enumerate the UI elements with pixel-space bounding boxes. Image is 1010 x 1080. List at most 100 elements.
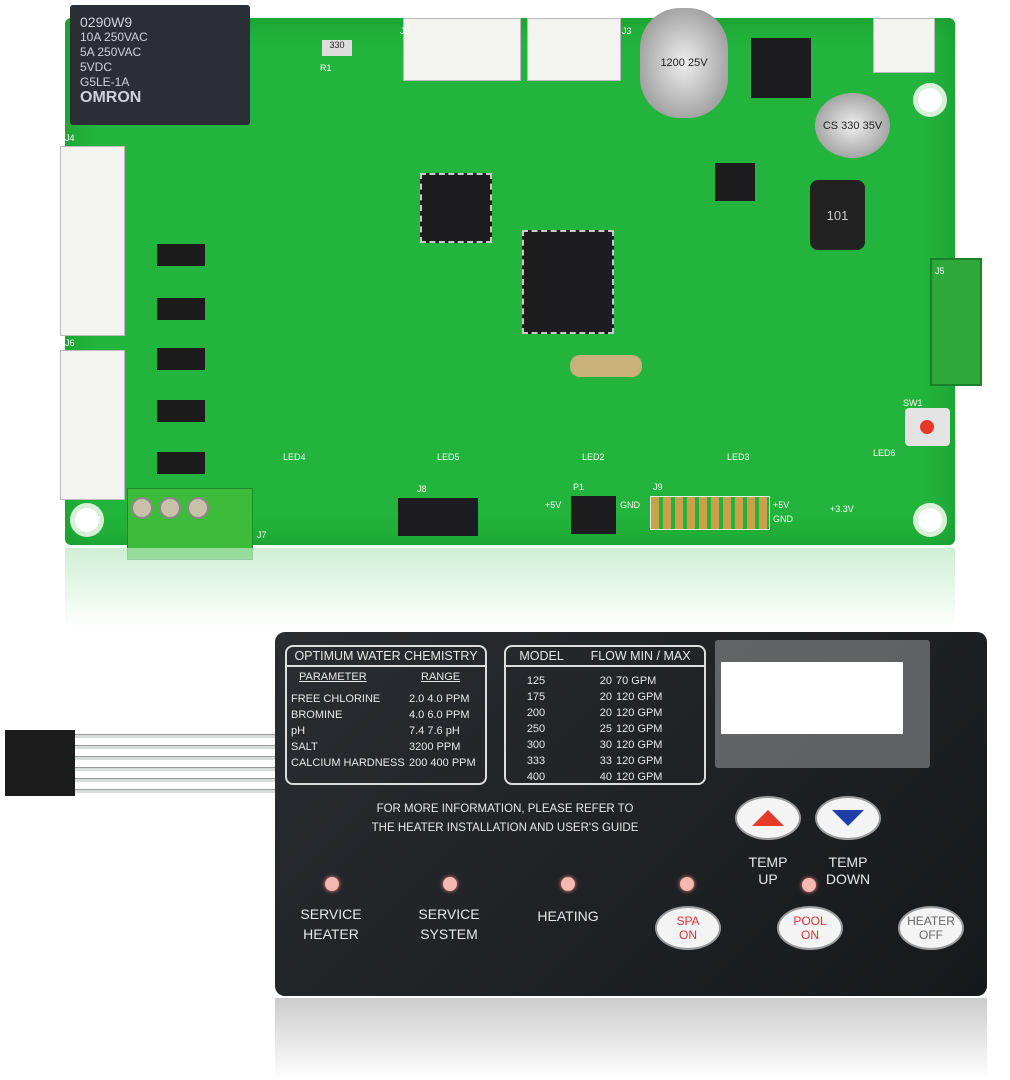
flow-max: 70 GPM [616, 675, 657, 687]
relay-model: G5LE-1A [80, 75, 130, 89]
flow-min: 20 [599, 675, 612, 687]
model: 200 [526, 707, 546, 719]
flow-row: 175 20 120 GPM [506, 689, 704, 705]
chemistry-row: BROMINE 4.0 6.0 PPM [287, 707, 485, 723]
flow-min: 40 [599, 771, 612, 783]
silk-label: GND [620, 500, 640, 510]
column-header: RANGE [421, 671, 461, 683]
silk-label: P1 [573, 482, 585, 492]
column-header: MODEL [519, 649, 564, 663]
ic-chip [420, 173, 492, 243]
relay-brand: OMRON [80, 89, 142, 106]
silk-label: GND [773, 514, 793, 524]
model: 300 [526, 739, 546, 751]
silk-label: SW1 [903, 398, 923, 408]
flow-row: 125 20 70 GPM [506, 673, 704, 689]
range: 7.4 7.6 pH [409, 725, 460, 737]
flow-min: 30 [599, 739, 612, 751]
parameter: SALT [291, 741, 318, 753]
silk-label: R1 [320, 63, 332, 73]
silk-label: +3.3V [830, 504, 854, 514]
silk-label: J8 [417, 484, 427, 494]
parameter: FREE CHLORINE [291, 693, 381, 705]
resistor-label: 330 [322, 40, 352, 56]
display-window [715, 640, 930, 768]
label: HEATER [303, 926, 359, 942]
connector-j3 [527, 18, 621, 81]
range: 4.0 6.0 PPM [409, 709, 470, 721]
flow-row: 250 25 120 GPM [506, 721, 704, 737]
flow-max: 120 GPM [616, 691, 663, 703]
connector-j6 [60, 350, 125, 500]
label: SERVICE [418, 906, 480, 922]
relay: 0290W9 10A 250VAC 5A 250VAC 5VDC G5LE-1A… [70, 5, 250, 125]
mount-hole [70, 503, 104, 537]
column-header: PARAMETER [299, 671, 367, 683]
model: 333 [526, 755, 546, 767]
label: TEMP [748, 854, 788, 870]
silk-label: J5 [935, 266, 945, 276]
info-text: FOR MORE INFORMATION, PLEASE REFER TO [376, 803, 634, 815]
flow-table-box: MODEL FLOW MIN / MAX 125 20 70 GPM 175 20 120… [504, 645, 706, 785]
membrane-keypad: OPTIMUM WATER CHEMISTRY PARAMETER RANGE … [275, 632, 987, 996]
microcontroller [522, 230, 614, 334]
optocoupler [157, 298, 205, 320]
model: 125 [526, 675, 546, 687]
silk-label: J7 [257, 530, 267, 540]
connector-j4 [60, 146, 125, 336]
silk-label: J6 [65, 338, 75, 348]
heating-led [561, 877, 575, 891]
model: 250 [526, 723, 546, 735]
water-chemistry-box: OPTIMUM WATER CHEMISTRY PARAMETER RANGE … [285, 645, 487, 785]
pcb-reflection [65, 548, 955, 628]
label: ON [800, 928, 819, 942]
pool-led [802, 878, 816, 892]
silk-label: J4 [65, 133, 75, 143]
up-arrow-icon [752, 810, 784, 826]
flow-min: 25 [599, 723, 612, 735]
silk-label: +5V [545, 500, 562, 510]
crystal [570, 355, 642, 377]
flow-max: 120 GPM [616, 739, 663, 751]
silk-label: LED6 [873, 448, 896, 458]
reset-switch[interactable] [905, 408, 950, 446]
temp-up-button[interactable] [735, 796, 801, 840]
parameter: CALCIUM HARDNESS [291, 757, 405, 769]
label: OFF [918, 928, 943, 942]
chemistry-title: OPTIMUM WATER CHEMISTRY [287, 647, 485, 667]
capacitor-small: CS 330 35V [815, 93, 890, 158]
parameter: pH [291, 725, 306, 737]
inductor: 101 [810, 180, 865, 250]
silk-label: +5V [773, 500, 790, 510]
flow-min: 20 [599, 691, 612, 703]
regulator-chip [751, 38, 811, 98]
flow-max: 120 GPM [616, 707, 663, 719]
label: POOL [793, 914, 827, 928]
model: 175 [526, 691, 546, 703]
mount-hole [913, 503, 947, 537]
flow-max: 120 GPM [616, 771, 663, 783]
connector-j2 [403, 18, 521, 81]
circuit-board: 0290W9 10A 250VAC 5A 250VAC 5VDC G5LE-1A… [60, 5, 982, 560]
mount-hole [913, 83, 947, 117]
heating-label: HEATING [537, 908, 599, 924]
service-heater-led [325, 877, 339, 891]
chemistry-row: pH 7.4 7.6 pH [287, 723, 485, 739]
silk-label: J9 [653, 482, 663, 492]
connector-j1 [873, 18, 935, 73]
flow-max: 120 GPM [616, 723, 663, 735]
label: SYSTEM [420, 926, 478, 942]
ribbon-cable [5, 728, 277, 798]
temp-down-button[interactable] [815, 796, 881, 840]
label: DOWN [825, 871, 871, 887]
silk-label: LED4 [283, 452, 306, 462]
parameter: BROMINE [291, 709, 343, 721]
down-arrow-icon [832, 810, 864, 826]
column-header: FLOW MIN / MAX [590, 649, 691, 663]
